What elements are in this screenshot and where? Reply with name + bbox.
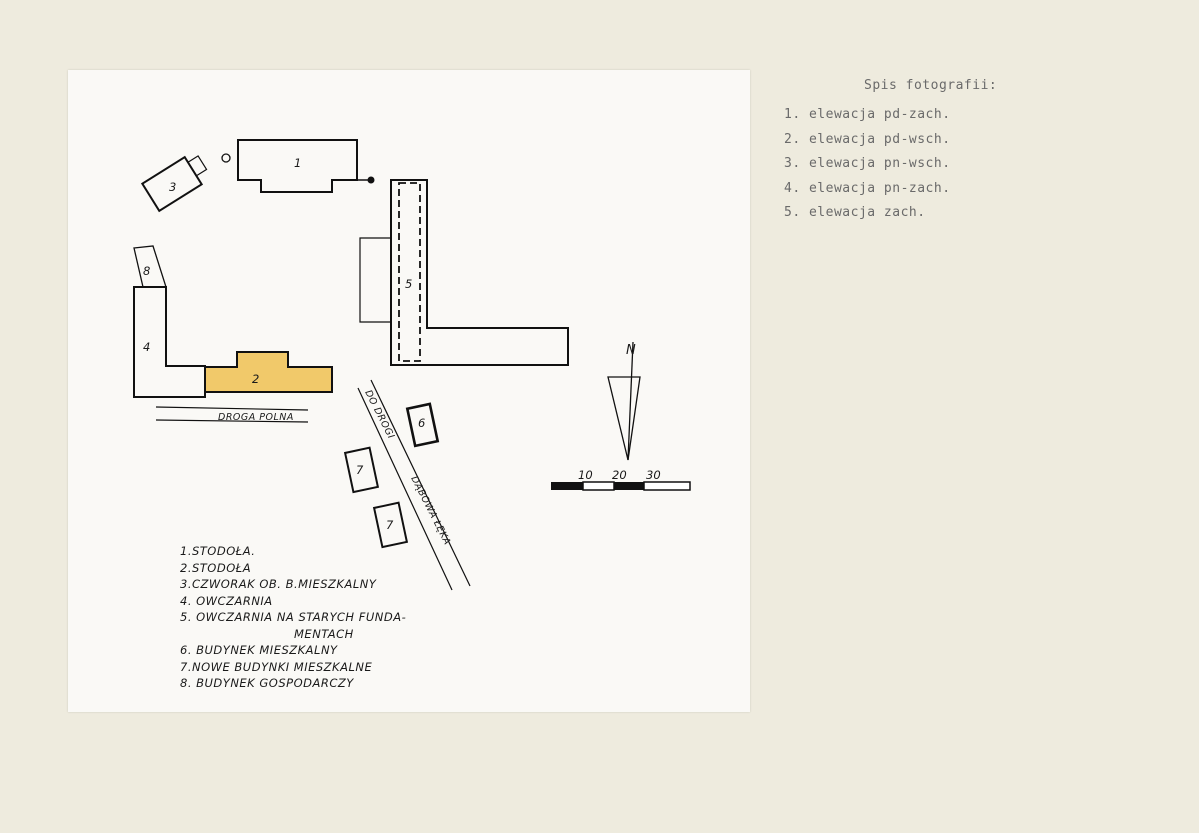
legend-item: 4. OWCZARNIA [180, 593, 273, 608]
photo-list-item: 1. elewacja pd-zach. [784, 107, 951, 122]
legend-item: 1.STODOŁA. [180, 544, 256, 558]
scale-label-20: 20 [612, 468, 627, 482]
label-building-6: 6 [418, 416, 425, 430]
photo-list-item: 3. elewacja pn-wsch. [784, 156, 951, 171]
well-marker [221, 153, 231, 163]
photo-list: Spis fotografii: 1. elewacja pd-zach. 2.… [784, 78, 997, 226]
legend-item-continuation: MENTACH [294, 626, 354, 641]
label-building-2: 2 [252, 372, 259, 386]
building-1-outline [237, 139, 358, 193]
photo-list-item: 2. elewacja pd-wsch. [784, 131, 951, 147]
legend-item: 5. OWCZARNIA NA STARYCH FUNDA- [180, 610, 407, 624]
photo-list-title: Spis fotografii: [864, 78, 998, 93]
road-label: DROGA POLNA [218, 412, 294, 423]
road2-line-left [357, 387, 453, 591]
building-6-outline [405, 402, 440, 448]
road-line-top [155, 406, 309, 411]
label-building-7a: 7 [356, 463, 364, 477]
site-plan-drawing: 1 2 3 4 5 6 7 7 8 DROGA POLNA DO DROGI D… [133, 139, 691, 591]
building-7b-outline [372, 501, 409, 549]
legend-item: 7.NOWE BUDYNKI MIESZKALNE [180, 659, 373, 674]
north-label: N [626, 343, 636, 358]
legend-item: 2.STODOŁA [180, 560, 252, 575]
building-3-outline [140, 155, 208, 213]
building-7a-outline [343, 446, 380, 494]
label-building-3: 3 [169, 180, 176, 194]
photo-list-item: 5. elewacja zach. [784, 205, 926, 220]
label-building-1: 1 [294, 156, 301, 170]
label-building-8: 8 [143, 264, 150, 278]
legend-item: 8. BUDYNEK GOSPODARCZY [180, 676, 354, 690]
scale-label-30: 30 [646, 468, 661, 482]
legend-item: 6. BUDYNEK MIESZKALNY [180, 643, 338, 657]
plan-legend: 1.STODOŁA. 2.STODOŁA 3.CZWORAK OB. B.MIE… [180, 543, 406, 692]
label-building-4: 4 [143, 340, 150, 354]
legend-item: 3.CZWORAK OB. B.MIESZKALNY [180, 577, 377, 591]
building-2-outline [204, 351, 333, 393]
building-5-outline [390, 179, 569, 366]
scale-bar [551, 481, 691, 491]
label-building-7b: 7 [386, 518, 394, 532]
photo-list-item: 4. elewacja pn-zach. [784, 180, 951, 196]
scale-label-10: 10 [578, 468, 593, 482]
road2-line-right [370, 379, 471, 587]
road-line-bottom [155, 419, 309, 423]
label-building-5: 5 [405, 277, 412, 291]
north-arrow [607, 376, 641, 461]
site-plan-card: 1 2 3 4 5 6 7 7 8 DROGA POLNA DO DROGI D… [68, 70, 750, 712]
